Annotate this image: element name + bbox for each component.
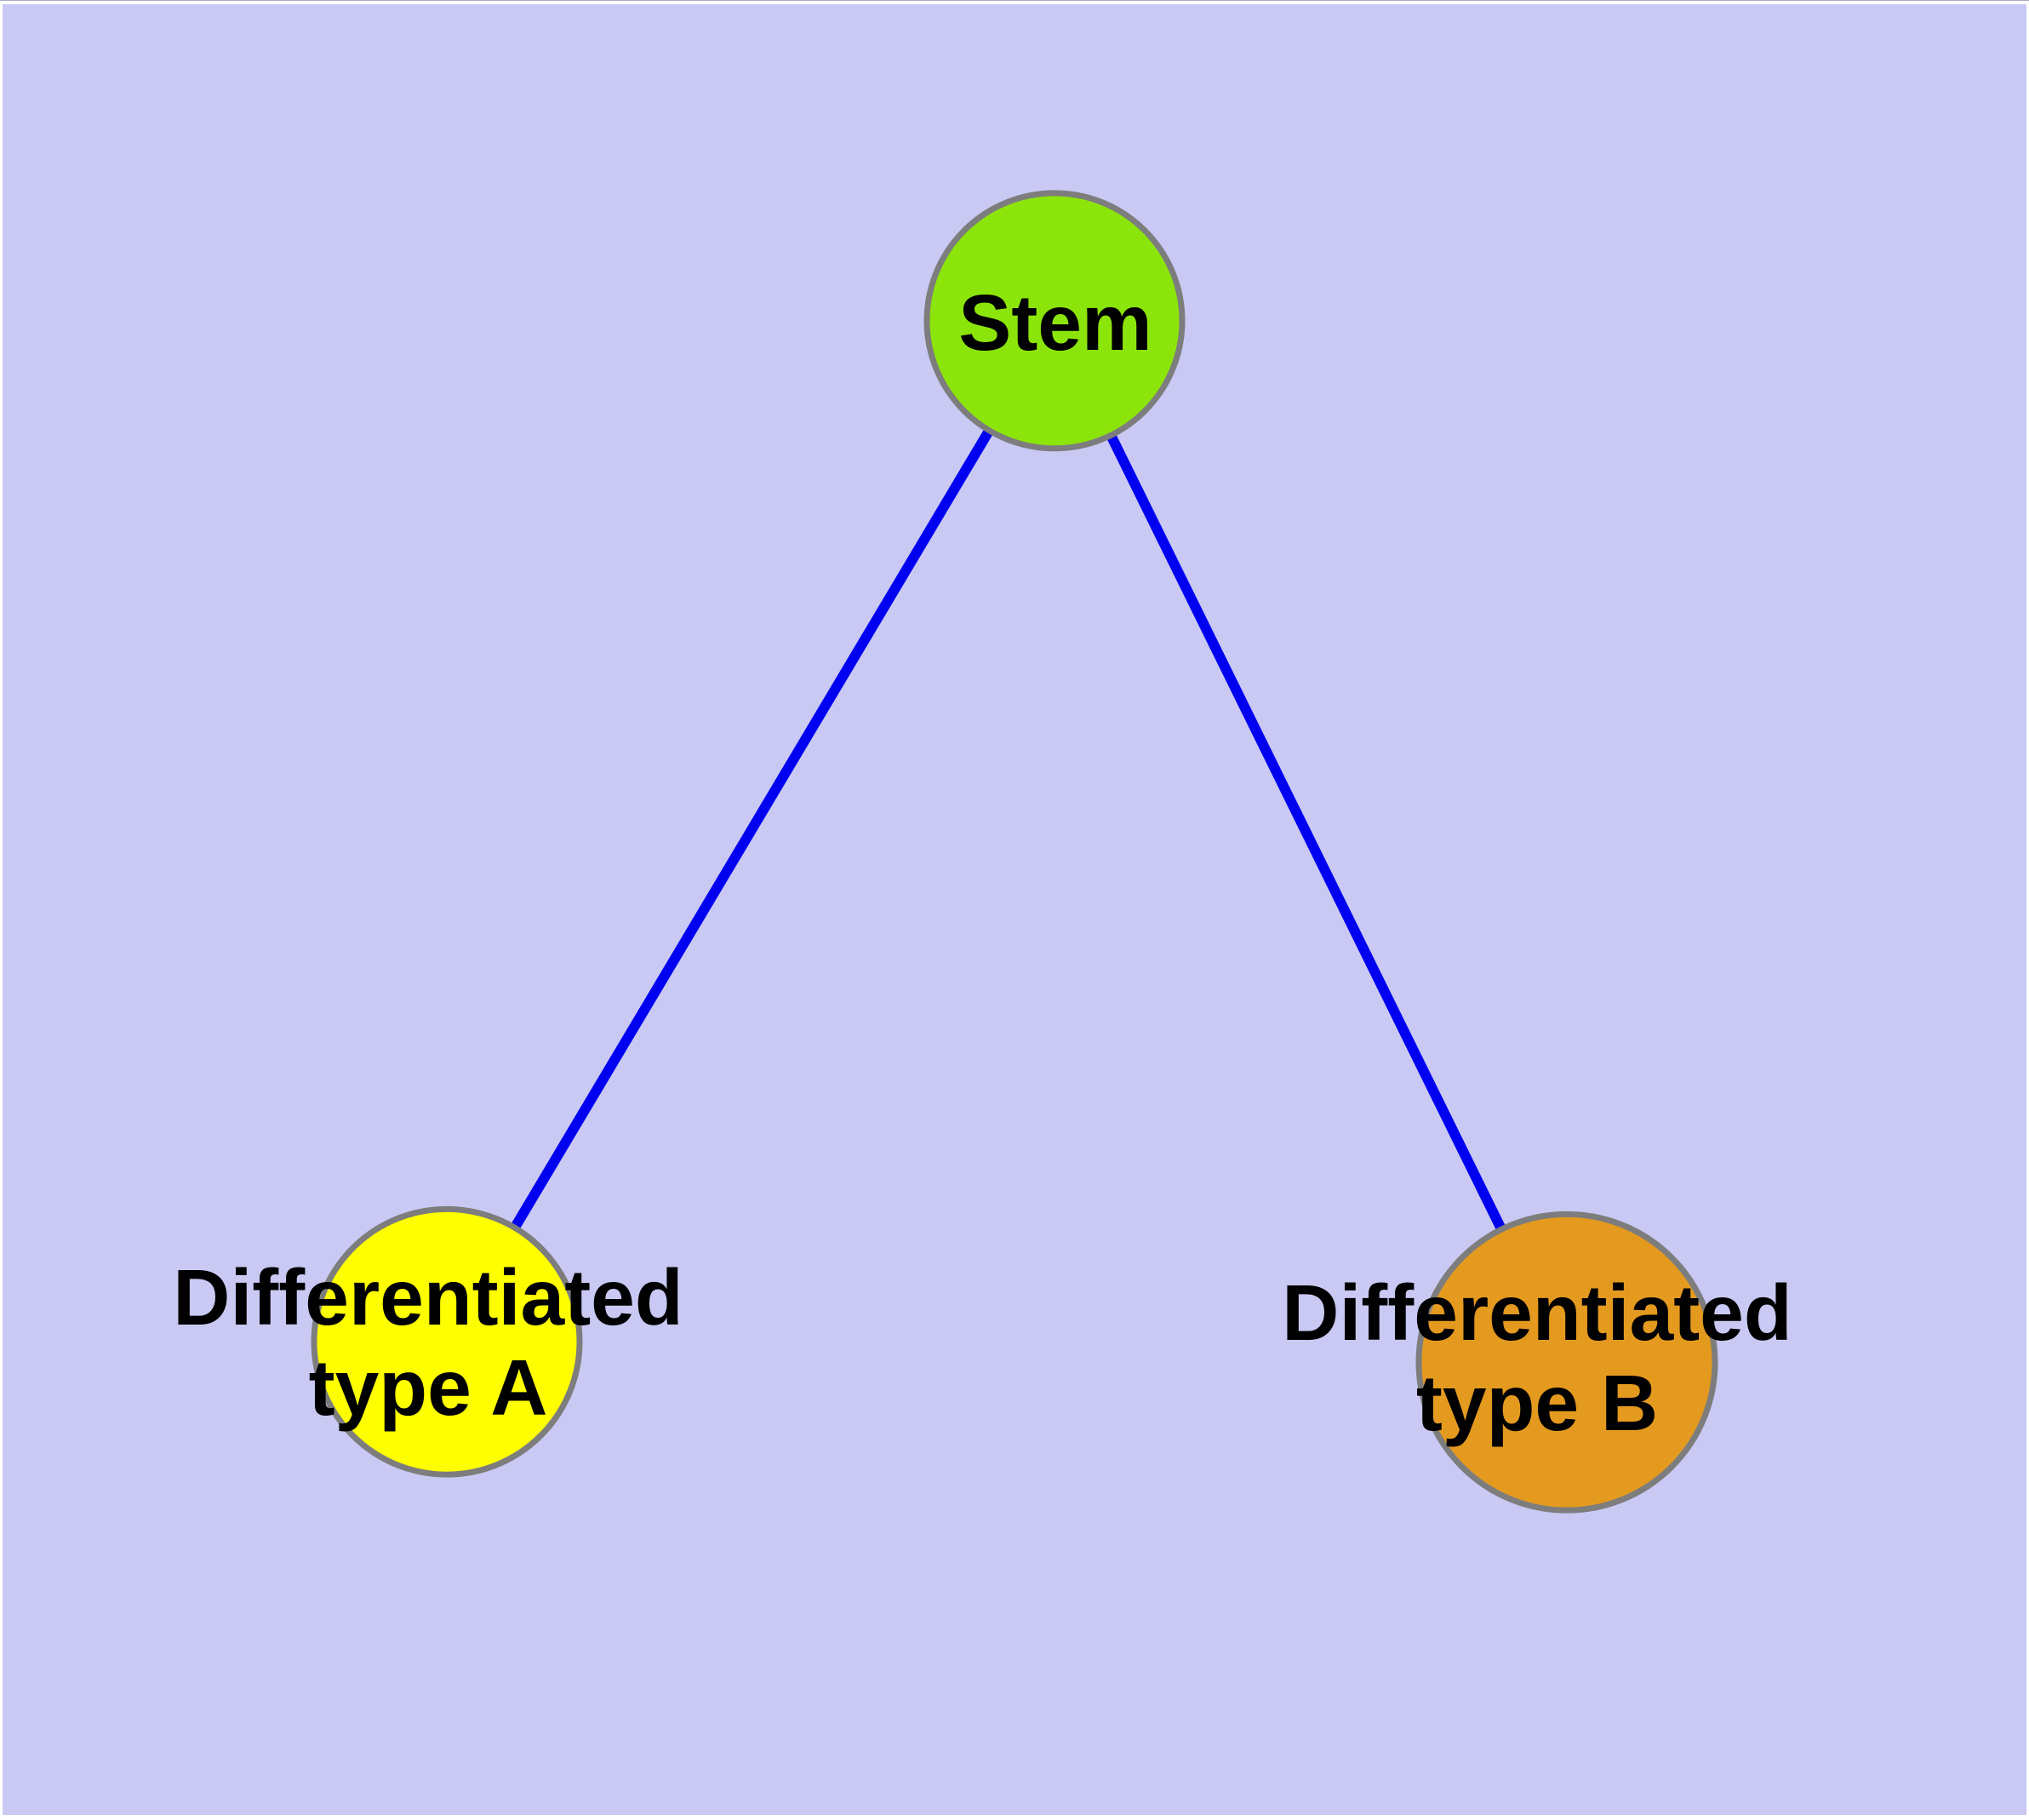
- diagram-canvas: Stem Differentiated type A Differentiate…: [3, 4, 2026, 1815]
- differentiated-type-a-node-circle[interactable]: [311, 1205, 583, 1478]
- differentiated-type-b-node-circle[interactable]: [1415, 1210, 1718, 1514]
- stem-node-circle[interactable]: [923, 190, 1186, 452]
- edge-stem-to-type-a: [442, 315, 1060, 1348]
- cell-lineage-diagram: [311, 190, 1718, 1514]
- edge-stem-to-type-b: [1049, 315, 1572, 1368]
